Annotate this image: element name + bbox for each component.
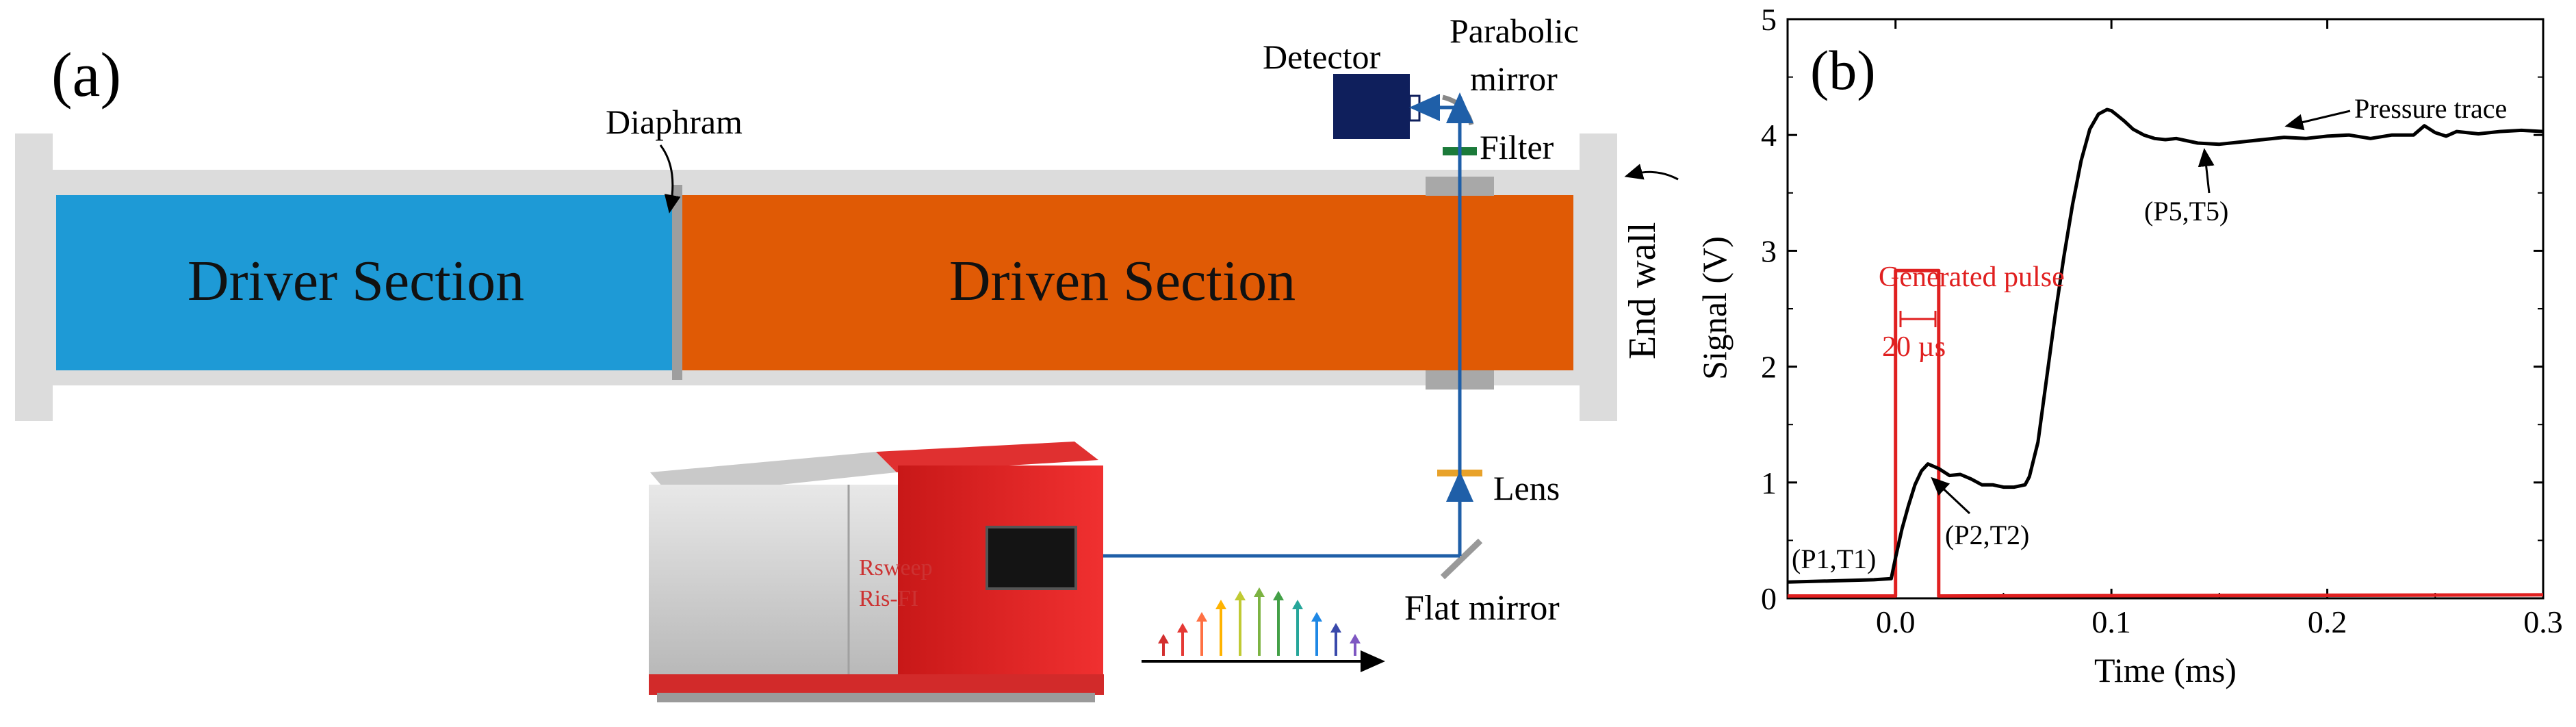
panel-b-chart: 0 1 2 3 4 5 0.0 0.1 0.2 0.3 (b) Time (ms) Signal… (1695, 2, 2563, 689)
detector-aperture (1408, 94, 1421, 122)
y-axis-ticks: 0 1 2 3 4 5 (1761, 2, 2543, 616)
parabolic-mirror-label-2: mirror (1470, 60, 1558, 98)
annotation-p1t1: (P1,T1) (1792, 544, 1876, 574)
series-pressure-trace (1787, 107, 2544, 584)
lens-label: Lens (1493, 469, 1560, 507)
y-axis-label: Signal (V) (1695, 236, 1734, 380)
spectrum-arrow (1158, 634, 1169, 656)
spectrum-arrow (1235, 591, 1246, 656)
x-tick-label: 0.1 (2091, 604, 2131, 639)
spectrum-arrow (1254, 587, 1265, 656)
p2t2-pointer (1931, 476, 1971, 515)
x-tick-label: 0.0 (1876, 604, 1916, 639)
panel-a-label: (a) (51, 40, 121, 110)
detector-label: Detector (1263, 38, 1380, 76)
driven-section-label: Driven Section (949, 249, 1296, 313)
x-tick-label: 0.2 (2308, 604, 2347, 639)
spectrum-arrow (1350, 634, 1361, 656)
flat-mirror-label: Flat mirror (1404, 589, 1560, 628)
p5t5-pointer (2198, 148, 2215, 194)
annotation-p5t5: (P5,T5) (2144, 196, 2228, 227)
brand-line-2: Ris-FI (859, 586, 918, 611)
spectrum-arrows (1158, 587, 1361, 656)
y-tick-label: 2 (1761, 350, 1777, 385)
y-tick-label: 5 (1761, 2, 1777, 37)
driver-section (56, 195, 672, 370)
pressure-trace-pointer (2284, 110, 2351, 131)
parabolic-mirror-label-1: Parabolic (1450, 12, 1579, 50)
spectrum-arrow (1311, 612, 1322, 656)
panel-b-label: (b) (1810, 39, 1876, 101)
diaphram-pointer (659, 144, 681, 214)
annotation-generated-pulse: Generated pulse (1879, 262, 2065, 293)
y-tick-label: 3 (1761, 233, 1777, 268)
end-wall-label: End wall (1621, 222, 1664, 359)
spectrum-arrow (1215, 600, 1226, 656)
spectrum-arrow (1292, 600, 1303, 656)
driver-section-label: Driver Section (188, 249, 524, 313)
diaphragm (672, 185, 682, 380)
detector (1333, 74, 1410, 139)
spectrometer-port (986, 526, 1077, 590)
spectrum (1142, 587, 1385, 672)
panel-a: (a) Driver Section Driven Section Diaphr… (15, 12, 1679, 702)
driven-section (682, 195, 1573, 370)
spectrum-arrow (1196, 612, 1207, 656)
diaphram-label: Diaphram (606, 103, 743, 141)
x-tick-label: 0.3 (2523, 604, 2563, 639)
ir-spectrometer: Rsweep Ris-FI (649, 442, 1104, 702)
annotation-pulse-width: 20 µs (1882, 331, 1946, 363)
spectrum-arrow (1330, 623, 1341, 656)
end-wall-pointer (1624, 164, 1679, 181)
parabolic-mirror (1442, 94, 1474, 125)
y-tick-label: 1 (1761, 465, 1777, 500)
series-layer (1787, 107, 2544, 598)
spectrum-arrow (1177, 623, 1188, 656)
flat-mirror (1440, 538, 1483, 580)
y-tick-label: 4 (1761, 118, 1777, 153)
y-tick-label: 0 (1761, 581, 1777, 616)
annotation-pressure-trace: Pressure trace (2354, 93, 2507, 124)
x-axis-label: Time (ms) (2094, 651, 2237, 689)
brand-line-1: Rsweep (859, 555, 933, 581)
annotation-p2t2: (P2,T2) (1945, 520, 2029, 550)
series-generated-pulse (1788, 268, 2544, 598)
x-axis-ticks: 0.0 0.1 0.2 0.3 (1787, 19, 2563, 639)
spectrum-arrow (1273, 591, 1284, 656)
filter-label: Filter (1480, 128, 1554, 166)
